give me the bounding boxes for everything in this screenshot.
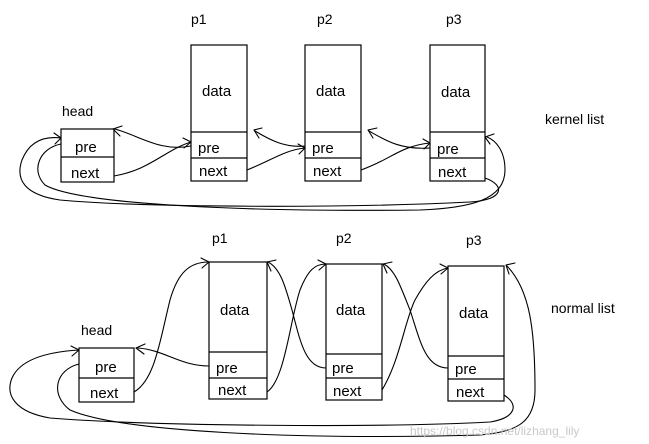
normal-list-caption: normal list — [551, 300, 615, 316]
kernel-p3-next: next — [438, 164, 467, 181]
kernel-p2-pre: pre — [312, 140, 334, 157]
normal-head-next: next — [90, 385, 119, 402]
kernel-arrowhead-p3-wrap — [484, 133, 495, 145]
normal-p1-next: next — [218, 382, 247, 399]
kernel-p2-title: p2 — [317, 11, 333, 27]
normal-head-title: head — [81, 322, 112, 338]
normal-p2-box — [325, 263, 383, 401]
normal-p2-data: data — [336, 302, 366, 319]
normal-arrowhead-head-wrap — [70, 345, 80, 357]
kernel-p1-title: p1 — [191, 11, 207, 27]
normal-p3-pre: pre — [455, 361, 477, 378]
normal-p3-box — [447, 265, 505, 402]
kernel-ptr-head-to-p3 — [37, 136, 506, 211]
kernel-pointers — [19, 125, 506, 211]
kernel-p1-next: next — [199, 163, 228, 180]
kernel-arrowhead-p3 — [422, 138, 431, 150]
normal-node-p2: p2 data pre next — [325, 230, 383, 401]
normal-arrowhead-p3 — [439, 263, 449, 275]
normal-pointers — [9, 257, 536, 437]
kernel-arrowhead-p1 — [182, 137, 192, 149]
kernel-p3-box — [429, 44, 486, 182]
kernel-ptr-p1-to-head — [114, 128, 192, 148]
normal-head-pre: pre — [95, 359, 117, 376]
normal-arrowhead-p1-back — [266, 259, 277, 272]
kernel-ptr-p2-to-p1 — [254, 130, 306, 147]
watermark: https://blog.csdn.net/lizhang_lily — [410, 424, 579, 438]
normal-arrowhead-p2-back — [382, 261, 393, 274]
kernel-head-box — [60, 128, 115, 183]
normal-p2-title: p2 — [336, 230, 352, 246]
kernel-p2-data: data — [316, 83, 346, 100]
normal-p2-pre: pre — [332, 360, 354, 377]
normal-p3-title: p3 — [466, 232, 482, 248]
kernel-head-node: head pre next — [60, 103, 115, 183]
normal-ptr-p1-to-head — [137, 347, 210, 367]
kernel-p2-next: next — [313, 163, 342, 180]
normal-ptr-p2-to-p1 — [267, 261, 327, 369]
kernel-p1-box — [190, 44, 248, 182]
normal-ptr-p1-to-p2 — [266, 263, 327, 393]
normal-head-node: head pre next — [78, 322, 135, 403]
normal-p1-pre: pre — [216, 360, 238, 377]
kernel-arrowhead-p2-back — [367, 127, 378, 139]
kernel-list-caption: kernel list — [545, 111, 604, 127]
kernel-p3-pre: pre — [437, 141, 459, 158]
normal-p1-box — [208, 261, 268, 400]
normal-p3-data: data — [459, 305, 489, 322]
kernel-head-pre: pre — [75, 139, 97, 156]
normal-ptr-head-to-p1 — [133, 261, 210, 393]
normal-arrowhead-head — [135, 343, 146, 355]
kernel-node-p2: p2 data pre next — [304, 11, 362, 182]
kernel-head-title: head — [62, 103, 93, 119]
kernel-p2-box — [304, 44, 362, 182]
normal-node-p3: p3 data pre next — [447, 232, 505, 402]
kernel-head-next: next — [71, 165, 100, 182]
normal-p3-next: next — [456, 384, 485, 401]
kernel-ptr-p2-to-p3 — [360, 142, 431, 171]
kernel-p1-pre: pre — [198, 140, 220, 157]
normal-p1-data: data — [220, 302, 250, 319]
kernel-ptr-head-to-p1 — [113, 141, 192, 177]
normal-arrowhead-p1 — [200, 257, 210, 269]
kernel-p3-data: data — [441, 84, 471, 101]
normal-node-p1: p1 data pre next — [208, 230, 268, 400]
kernel-arrowhead-p2 — [297, 143, 306, 155]
normal-ptr-p3-to-head — [9, 349, 514, 427]
kernel-p3-title: p3 — [446, 11, 462, 27]
normal-arrowhead-p2 — [317, 259, 327, 271]
kernel-node-p3: p3 data pre next — [429, 11, 486, 182]
kernel-list: kernel list head pre next p1 data pre ne… — [19, 11, 604, 211]
kernel-arrowhead-head-wrap — [53, 132, 62, 145]
normal-arrowhead-p3-wrap — [505, 262, 516, 275]
normal-ptr-p2-to-p3 — [381, 267, 449, 391]
normal-ptr-head-to-p3 — [57, 265, 536, 437]
kernel-arrowhead-p1-back — [253, 127, 263, 139]
normal-head-box — [78, 347, 135, 403]
kernel-ptr-p1-to-p2 — [246, 147, 306, 171]
kernel-node-p1: p1 data pre next — [190, 11, 248, 182]
normal-list: normal list head pre next p1 data pre ne… — [9, 230, 615, 437]
normal-p2-next: next — [333, 383, 362, 400]
normal-p1-title: p1 — [212, 230, 228, 246]
kernel-p1-data: data — [202, 83, 232, 100]
kernel-ptr-p3-to-p2 — [368, 130, 431, 149]
normal-ptr-p3-to-p2 — [383, 263, 449, 369]
kernel-arrowhead-head — [112, 125, 123, 137]
